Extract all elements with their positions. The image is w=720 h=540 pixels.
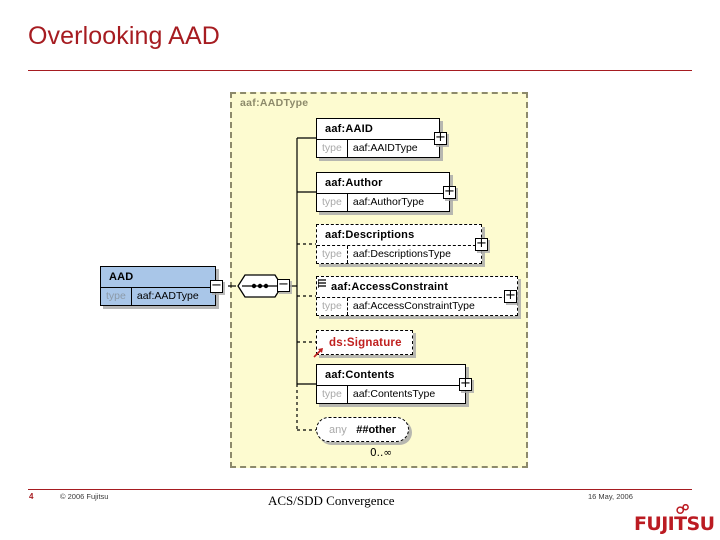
title-divider bbox=[28, 70, 692, 71]
node-aaf-contents-name: aaf:Contents bbox=[325, 369, 395, 381]
node-aaf-contents-type-value: aaf:ContentsType bbox=[352, 388, 436, 400]
node-aaf-contents-type-key: type bbox=[317, 386, 348, 403]
fujitsu-logo: FUJITSU bbox=[634, 503, 715, 535]
node-aaf-descriptions-typerow: type aaf:DescriptionsType bbox=[317, 245, 481, 263]
node-aaf-aaid[interactable]: aaf:AAID type aaf:AAIDType bbox=[316, 118, 440, 158]
node-aaf-aaid-type-value: aaf:AAIDType bbox=[352, 142, 418, 154]
node-aaf-aaid-name: aaf:AAID bbox=[325, 123, 374, 135]
node-aaf-author-typerow: type aaf:AuthorType bbox=[317, 193, 449, 211]
node-aaf-accessconstraint[interactable]: aaf:AccessConstraint type aaf:AccessCons… bbox=[316, 276, 518, 316]
node-aaf-descriptions[interactable]: aaf:Descriptions type aaf:DescriptionsTy… bbox=[316, 224, 482, 264]
node-aaf-accessconstraint-name: aaf:AccessConstraint bbox=[331, 281, 449, 293]
sequence-compositor[interactable] bbox=[236, 273, 284, 299]
node-aaf-accessconstraint-type-value: aaf:AccessConstraintType bbox=[352, 300, 475, 312]
footer-copyright: © 2006 Fujitsu bbox=[60, 492, 109, 501]
node-aad-root-typerow: type aaf:AADType bbox=[101, 287, 215, 305]
node-aaf-author-type-value: aaf:AuthorType bbox=[352, 196, 425, 208]
node-ds-signature-name: ds:Signature bbox=[329, 337, 402, 349]
node-aaf-accessconstraint-type-key: type bbox=[317, 298, 348, 315]
expander-sequence[interactable]: − bbox=[277, 277, 290, 292]
repeat-stack-icon bbox=[317, 276, 326, 288]
node-aaf-author[interactable]: aaf:Author type aaf:AuthorType bbox=[316, 172, 450, 212]
page-title: Overlooking AAD bbox=[28, 22, 220, 50]
expander-aaf-descriptions[interactable]: + bbox=[475, 236, 488, 251]
footer-page-number: 4 bbox=[29, 492, 34, 501]
node-aaf-descriptions-type-value: aaf:DescriptionsType bbox=[352, 248, 451, 260]
node-aaf-accessconstraint-typerow: type aaf:AccessConstraintType bbox=[317, 297, 517, 315]
node-any-namespace: ##other bbox=[356, 424, 396, 436]
node-any-keyword: any bbox=[329, 424, 347, 436]
footer-date: 16 May, 2006 bbox=[588, 492, 633, 501]
fujitsu-infinity-mark-icon bbox=[676, 503, 690, 515]
footer-divider bbox=[28, 489, 692, 490]
reference-arrow-icon bbox=[313, 345, 325, 358]
expander-aad-root[interactable]: − bbox=[210, 278, 223, 293]
expander-aaf-contents[interactable]: + bbox=[459, 376, 472, 391]
expander-aaf-accessconstraint[interactable]: + bbox=[504, 288, 517, 303]
complextype-label: aaf:AADType bbox=[240, 97, 309, 109]
node-aaf-contents-typerow: type aaf:ContentsType bbox=[317, 385, 465, 403]
xsd-diagram: aaf:AADType AAD type aaf:AADType bbox=[100, 92, 528, 468]
footer-center-text: ACS/SDD Convergence bbox=[268, 493, 395, 508]
expander-aaf-aaid[interactable]: + bbox=[434, 130, 447, 145]
node-aaf-contents[interactable]: aaf:Contents type aaf:ContentsType bbox=[316, 364, 466, 404]
node-ds-signature[interactable]: ds:Signature bbox=[316, 330, 413, 355]
fujitsu-wordmark: FUJITSU bbox=[634, 513, 715, 535]
node-aad-root[interactable]: AAD type aaf:AADType bbox=[100, 266, 216, 306]
node-aad-root-type-key: type bbox=[101, 288, 132, 305]
node-aaf-descriptions-type-key: type bbox=[317, 246, 348, 263]
node-aad-root-name: AAD bbox=[109, 271, 134, 283]
node-aad-root-type-value: aaf:AADType bbox=[136, 290, 199, 302]
node-aaf-aaid-typerow: type aaf:AAIDType bbox=[317, 139, 439, 157]
expander-aaf-author[interactable]: + bbox=[443, 184, 456, 199]
node-aaf-author-name: aaf:Author bbox=[325, 177, 383, 189]
node-any-cardinality: 0..∞ bbox=[370, 447, 393, 459]
node-aaf-author-type-key: type bbox=[317, 194, 348, 211]
node-any-other[interactable]: any ##other bbox=[316, 417, 409, 442]
node-aaf-aaid-type-key: type bbox=[317, 140, 348, 157]
node-aaf-descriptions-name: aaf:Descriptions bbox=[325, 229, 415, 241]
